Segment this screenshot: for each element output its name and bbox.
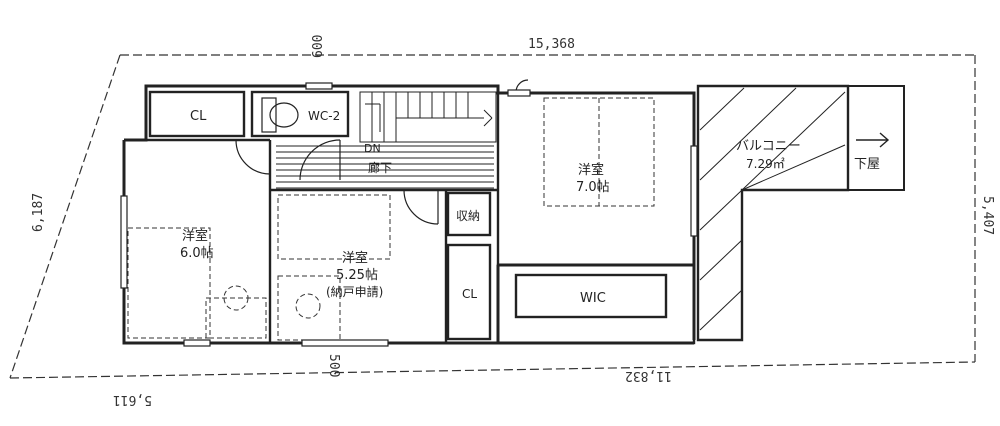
dim-right: 5,407 — [980, 196, 995, 235]
balcony-name: バルコニー — [736, 139, 801, 154]
western-525-size: 5.25帖 — [336, 268, 378, 283]
wc-label: WC-2 — [308, 109, 340, 123]
western-525-note: (納戸申請) — [326, 285, 383, 299]
western-7-size: 7.0帖 — [576, 180, 610, 195]
western-6-size: 6.0帖 — [180, 246, 214, 261]
dim-offset-top: 600 — [311, 35, 326, 58]
site-boundary — [9, 54, 976, 379]
western-7-name: 洋室 — [578, 162, 604, 178]
exterior-walls — [122, 84, 696, 345]
toilet-fixture — [261, 97, 299, 133]
dim-bottom-right: 11,832 — [625, 368, 672, 383]
dim-top: 15,368 — [528, 37, 575, 52]
western-6-name: 洋室 — [182, 228, 208, 244]
storage-label: 収納 — [456, 209, 480, 223]
door-swings — [235, 79, 529, 225]
cl-top-label: CL — [190, 109, 207, 124]
interior-walls — [124, 90, 696, 345]
staircase — [359, 91, 497, 143]
western-525-name: 洋室 — [342, 250, 368, 266]
balcony — [696, 84, 905, 342]
dim-bottom-left: 5,611 — [113, 392, 152, 407]
dn-label: DN — [364, 142, 381, 155]
wic-label: WIC — [580, 291, 606, 306]
furniture-outlines — [127, 97, 655, 341]
dim-offset-bottom: 500 — [326, 354, 341, 377]
lower-roof-label: 下屋 — [854, 157, 880, 172]
windows — [120, 82, 698, 347]
dim-left: 6,187 — [31, 193, 46, 232]
corridor-floor — [276, 145, 494, 189]
corridor-label: 廊下 — [368, 160, 392, 175]
balcony-size: 7.29㎡ — [746, 157, 785, 171]
cl-mid-label: CL — [462, 287, 477, 301]
